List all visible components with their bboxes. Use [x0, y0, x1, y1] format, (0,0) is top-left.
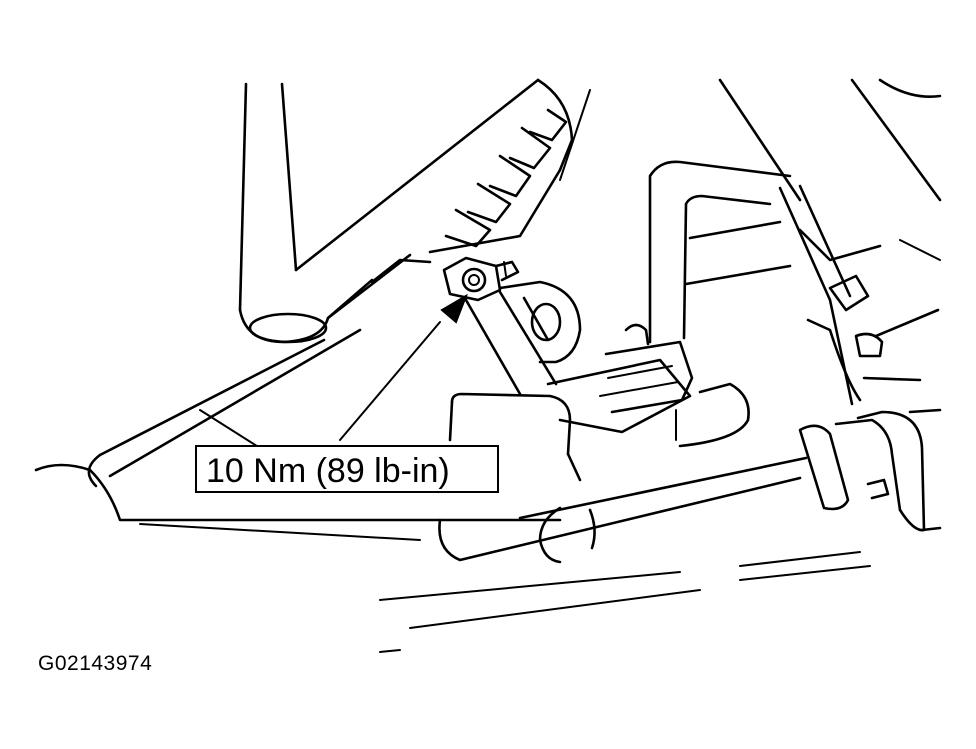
tube-bracket: [648, 160, 792, 448]
callout-arrow-icon: [440, 293, 468, 324]
nut-bolt: [442, 256, 520, 302]
figure-id: G02143974: [38, 652, 153, 675]
torque-label: 10 Nm (89 lb-in): [206, 452, 450, 490]
knuckle-assembly: [718, 78, 942, 406]
clamp-boss: [448, 392, 582, 482]
ribbed-mount: [428, 78, 591, 254]
torque-callout: 10 Nm (89 lb-in): [195, 445, 499, 493]
control-arm: [87, 78, 540, 488]
bushing-block: [546, 323, 694, 434]
link-bracket: [464, 280, 582, 396]
stabilizer-bar: [438, 408, 942, 564]
callout-leader: [339, 293, 468, 441]
body-contour-lines: [34, 409, 871, 653]
